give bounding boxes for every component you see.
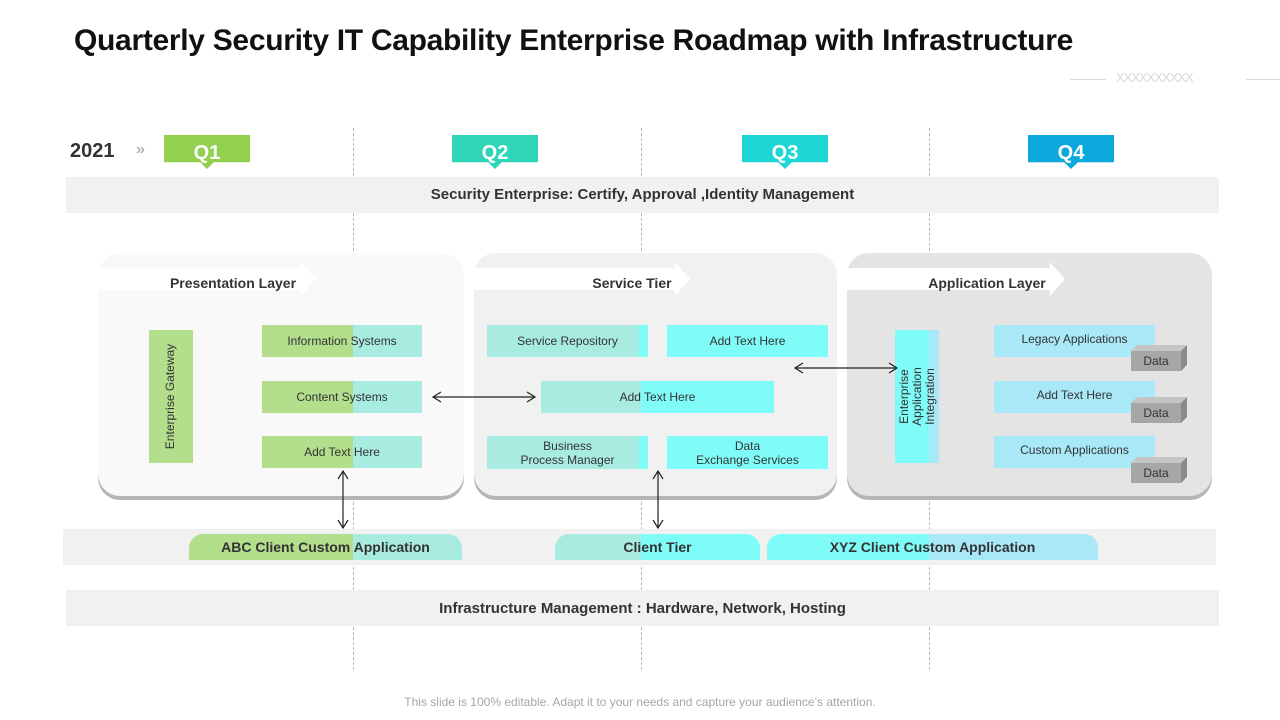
data-label: Data <box>1131 351 1181 371</box>
data-store-icon: Data <box>1131 397 1187 423</box>
business-process-manager-box: Business Process Manager <box>487 436 648 469</box>
application-layer-title: Application Layer <box>928 275 1046 291</box>
quarter-tab-q1: Q1 <box>164 135 250 169</box>
legacy-applications-box: Legacy Applications <box>994 325 1155 357</box>
application-add-text-box: Add Text Here <box>994 381 1155 413</box>
enterprise-application-integration-label: Enterprise Application Integration <box>896 367 937 426</box>
service-add-text-box-middle: Add Text Here <box>541 381 774 413</box>
client-tier-tab: Client Tier <box>555 534 760 560</box>
quarter-tab-q4: Q4 <box>1028 135 1114 169</box>
enterprise-gateway-box: Enterprise Gateway <box>149 330 193 463</box>
footer-note: This slide is 100% editable. Adapt it to… <box>404 695 876 709</box>
data-label: Data <box>1131 463 1181 483</box>
decorative-pattern: XXXXXXXXXX <box>1116 70 1194 85</box>
data-store-icon: Data <box>1131 345 1187 371</box>
content-systems-box: Content Systems <box>262 381 422 413</box>
xyz-client-custom-application-tab: XYZ Client Custom Application <box>767 534 1098 560</box>
service-add-text-box-top: Add Text Here <box>667 325 828 357</box>
double-chevron-icon: » <box>136 141 145 158</box>
service-tier-title: Service Tier <box>592 275 672 291</box>
data-exchange-services-box: Data Exchange Services <box>667 436 828 469</box>
service-repository-box: Service Repository <box>487 325 648 357</box>
quarter-tab-q3: Q3 <box>742 135 828 169</box>
enterprise-gateway-label: Enterprise Gateway <box>163 343 178 450</box>
presentation-add-text-box: Add Text Here <box>262 436 422 468</box>
security-enterprise-band: Security Enterprise: Certify, Approval ,… <box>66 177 1219 213</box>
decorative-line-left <box>1070 79 1106 80</box>
decorative-line-right <box>1246 79 1280 80</box>
presentation-layer-title: Presentation Layer <box>169 275 297 291</box>
data-store-icon: Data <box>1131 457 1187 483</box>
quarter-tab-q2: Q2 <box>452 135 538 169</box>
infrastructure-management-band: Infrastructure Management : Hardware, Ne… <box>66 590 1219 626</box>
information-systems-box: Information Systems <box>262 325 422 357</box>
page-title: Quarterly Security IT Capability Enterpr… <box>74 24 1073 57</box>
year-label: 2021 <box>70 140 115 162</box>
data-label: Data <box>1131 403 1181 423</box>
enterprise-application-integration-box: Enterprise Application Integration <box>895 330 939 463</box>
custom-applications-box: Custom Applications <box>994 436 1155 468</box>
abc-client-custom-application-tab: ABC Client Custom Application <box>189 534 462 560</box>
